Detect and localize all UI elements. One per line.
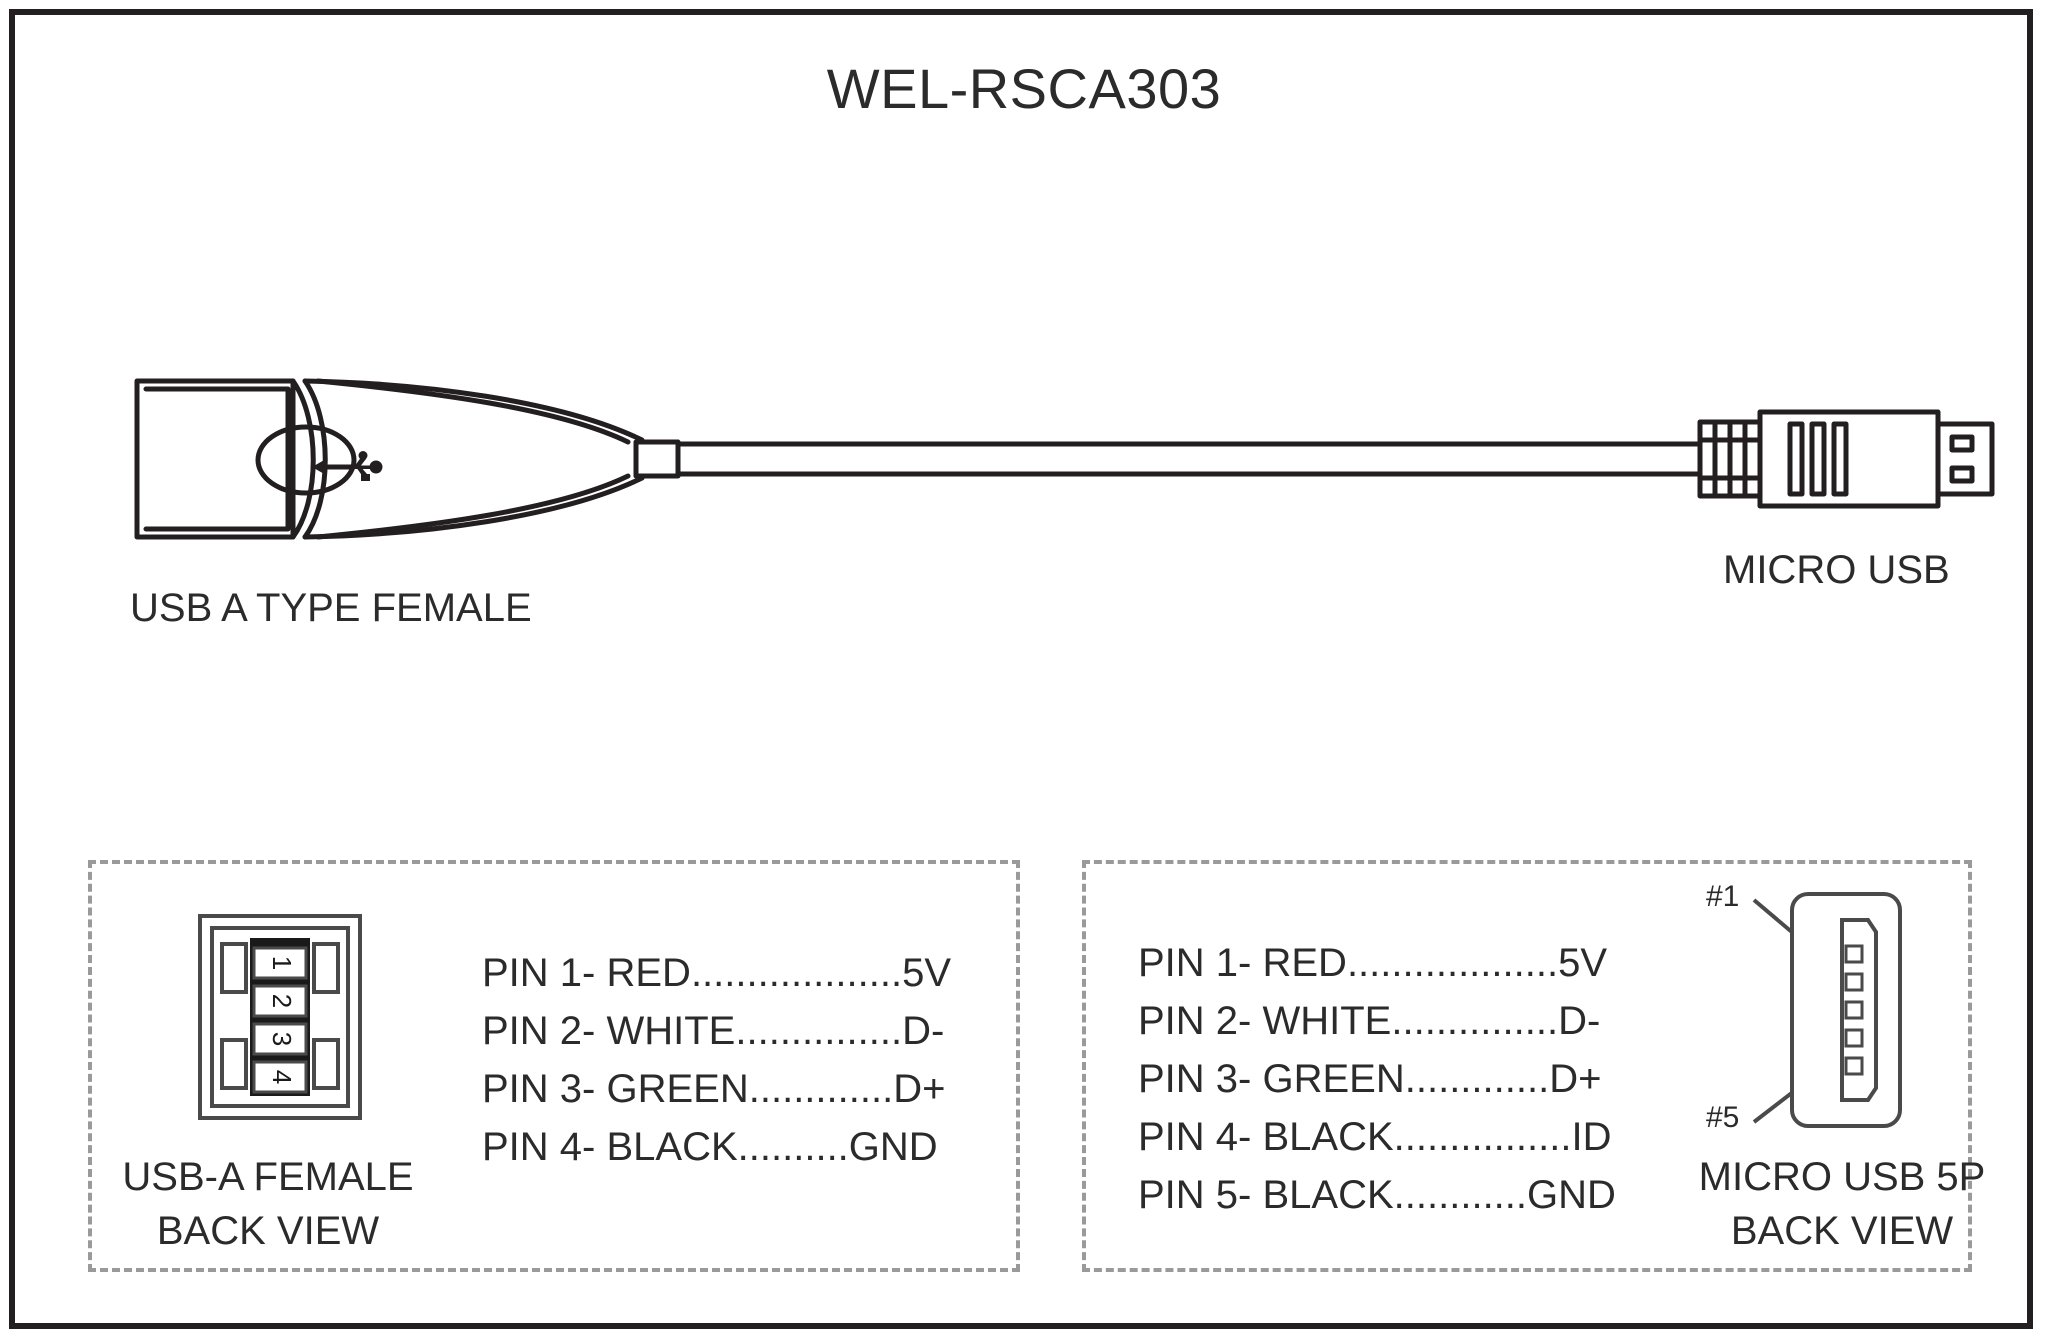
pin-row: PIN 2- WHITE...............D- <box>482 1002 951 1060</box>
pin-label: PIN 2- <box>1138 999 1252 1043</box>
page-title: WEL-RSCA303 <box>826 57 1222 120</box>
pin-row: PIN 3- GREEN.............D+ <box>1138 1050 1616 1108</box>
pin-label: PIN 5- <box>1138 1173 1252 1217</box>
pin-color: RED <box>606 951 691 995</box>
pin-label: PIN 1- <box>1138 941 1252 985</box>
pin-dots: .......... <box>737 1125 849 1169</box>
pin-color: GREEN <box>606 1067 749 1111</box>
pin-list-usb-a: PIN 1- RED...................5V PIN 2- W… <box>482 944 951 1176</box>
pin-label: PIN 3- <box>482 1067 596 1111</box>
pin-label: PIN 4- <box>482 1125 596 1169</box>
pin-label: PIN 2- <box>482 1009 596 1053</box>
pin-row: PIN 2- WHITE...............D- <box>1138 992 1616 1050</box>
caption-line-1: MICRO USB 5P <box>1698 1155 1986 1199</box>
pin-row: PIN 5- BLACK............GND <box>1138 1166 1616 1224</box>
pin-color: BLACK <box>606 1125 738 1169</box>
usb-a-pin-number-3: 3 <box>267 1032 297 1046</box>
pin-signal: D+ <box>1549 1057 1602 1101</box>
micro-usb-pin-1 <box>1844 944 1864 964</box>
caption-micro-usb-5p: MICRO USB 5P BACK VIEW <box>1672 1150 2012 1258</box>
usb-a-pin-number-2: 2 <box>267 994 297 1008</box>
caption-line-2: BACK VIEW <box>1730 1209 1954 1253</box>
micro-usb-pin-4 <box>1844 1028 1864 1048</box>
pin-signal: 5V <box>1558 941 1608 985</box>
pin-signal: D- <box>902 1009 945 1053</box>
pin-color: BLACK <box>1262 1115 1394 1159</box>
usb-a-connector-label: USB A TYPE FEMALE <box>130 586 532 630</box>
callout-pin1-label: #1 <box>1706 884 1739 913</box>
usb-a-female-back-view-figure: 1 2 3 4 <box>198 914 362 1120</box>
pin-dots: ............. <box>748 1067 894 1111</box>
pin-dots: ................... <box>690 951 903 995</box>
pin-dots: ................ <box>1393 1115 1572 1159</box>
pin-signal: D- <box>1558 999 1601 1043</box>
pin-signal: GND <box>1527 1173 1616 1217</box>
usb-a-pin-number-1: 1 <box>267 956 297 970</box>
pin-row: PIN 4- BLACK................ID <box>1138 1108 1616 1166</box>
pin-color: BLACK <box>1262 1173 1394 1217</box>
micro-usb-back-view-figure: #1 #5 <box>1706 884 1902 1134</box>
caption-line-1: USB-A FEMALE <box>122 1155 414 1199</box>
pin-list-micro-usb: PIN 1- RED...................5V PIN 2- W… <box>1138 934 1616 1224</box>
micro-usb-pin-2 <box>1844 972 1864 992</box>
pin-row: PIN 3- GREEN.............D+ <box>482 1060 951 1118</box>
pin-signal: GND <box>848 1125 938 1169</box>
pin-dots: ............. <box>1404 1057 1550 1101</box>
pin-color: WHITE <box>606 1009 736 1053</box>
pin-label: PIN 3- <box>1138 1057 1252 1101</box>
callout-pin5-label: #5 <box>1706 1101 1739 1134</box>
pin-signal: 5V <box>902 951 952 995</box>
pin-dots: ................... <box>1346 941 1559 985</box>
caption-line-2: BACK VIEW <box>156 1209 380 1253</box>
pin-color: RED <box>1262 941 1347 985</box>
pin-label: PIN 4- <box>1138 1115 1252 1159</box>
pin-color: GREEN <box>1262 1057 1405 1101</box>
pin-dots: ............... <box>1391 999 1559 1043</box>
pin-row: PIN 4- BLACK..........GND <box>482 1118 951 1176</box>
caption-usb-a-female: USB-A FEMALE BACK VIEW <box>108 1150 428 1258</box>
pin-color: WHITE <box>1262 999 1392 1043</box>
pin-row: PIN 1- RED...................5V <box>1138 934 1616 992</box>
pin-signal: ID <box>1571 1115 1612 1159</box>
micro-usb-pin-3 <box>1844 1000 1864 1020</box>
usb-a-pin-number-4: 4 <box>267 1070 297 1084</box>
pin-signal: D+ <box>893 1067 946 1111</box>
pin-dots: ............... <box>735 1009 903 1053</box>
pin-dots: ............ <box>1393 1173 1528 1217</box>
micro-usb-pin-5 <box>1844 1056 1864 1076</box>
pin-label: PIN 1- <box>482 951 596 995</box>
pin-row: PIN 1- RED...................5V <box>482 944 951 1002</box>
micro-usb-connector-label: MICRO USB <box>1723 548 1950 592</box>
